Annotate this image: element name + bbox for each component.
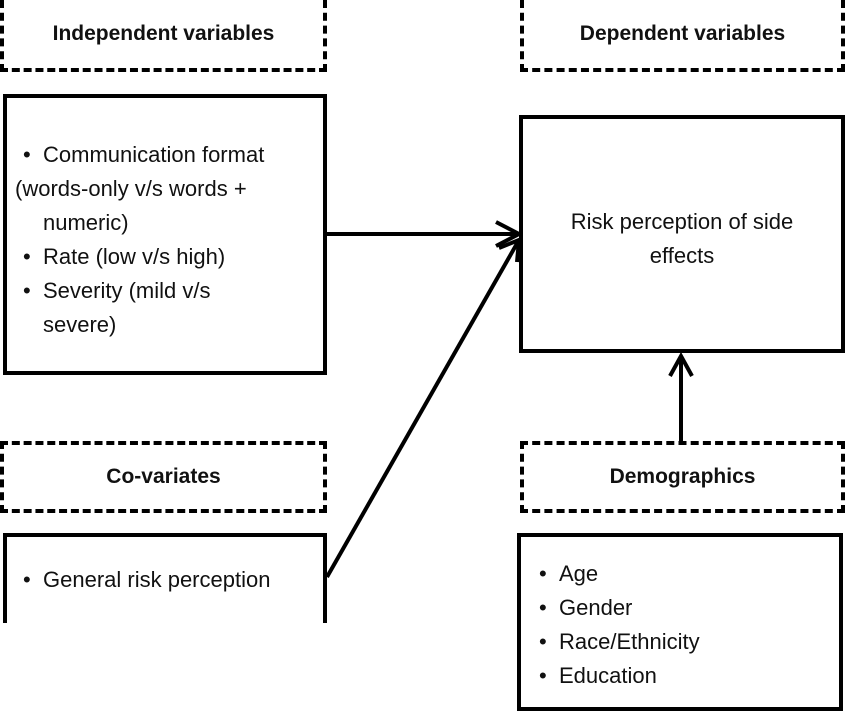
list-item: Rate (low v/s high) [21, 240, 323, 274]
independent-variables-label: Independent variables [52, 22, 275, 45]
list-item-continuation: numeric) [43, 210, 129, 235]
covariates-list: General risk perception [21, 563, 323, 597]
dependent-variables-box: Risk perception of side effects [519, 115, 845, 353]
covariates-header: Co-variates [0, 441, 327, 513]
list-item: Communication format [21, 138, 323, 172]
demographics-box: Age Gender Race/Ethnicity Education [517, 533, 843, 711]
covariates-label: Co-variates [106, 465, 221, 488]
covariates-box: General risk perception [3, 533, 327, 623]
dependent-variable-text: Risk perception of side effects [570, 209, 794, 268]
arrow-covariates-to-dependent [325, 239, 521, 578]
list-item: Severity (mild v/s [21, 274, 323, 308]
dependent-variables-header: Dependent variables [520, 0, 845, 72]
dependent-variables-label: Dependent variables [579, 22, 786, 45]
list-item: Age [537, 557, 839, 591]
list-item-continuation: severe) [43, 312, 117, 337]
demographics-header: Demographics [520, 441, 845, 513]
demographics-label: Demographics [609, 465, 756, 488]
demographics-list: Age Gender Race/Ethnicity Education [537, 557, 839, 693]
list-item: Race/Ethnicity [537, 625, 839, 659]
independent-variables-list: Communication format (words-only v/s wor… [15, 138, 323, 342]
independent-variables-box: Communication format (words-only v/s wor… [3, 94, 327, 375]
list-item: Gender [537, 591, 839, 625]
independent-variables-header: Independent variables [0, 0, 327, 72]
arrowhead-demographics [668, 351, 694, 377]
list-item-continuation: (words-only v/s words + [15, 176, 247, 201]
list-item: General risk perception [21, 563, 323, 597]
list-item: Education [537, 659, 839, 693]
